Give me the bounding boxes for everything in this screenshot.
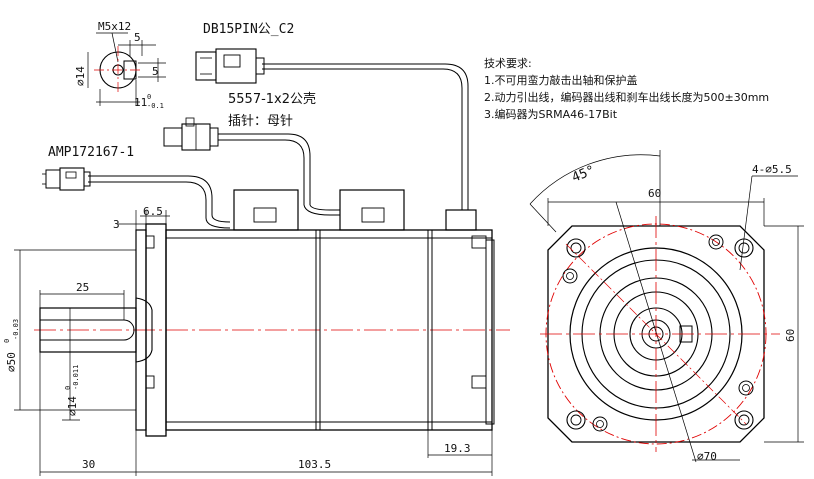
svg-text:0: 0 bbox=[3, 339, 11, 343]
side-view-dimensions: 3 6.5 25 30 103.5 19.3 ⌀50 0 -0.03 ⌀14 0… bbox=[3, 205, 493, 476]
brake-connector-housing bbox=[339, 189, 405, 231]
dim-19-3-label: 19.3 bbox=[444, 442, 471, 455]
svg-text:-0.1: -0.1 bbox=[147, 102, 164, 110]
mounting-holes bbox=[562, 234, 754, 432]
power-connector: 5557-1x2公壳 插针：母针 bbox=[163, 92, 316, 151]
angle-45-label: 45° bbox=[570, 163, 597, 186]
db15-connector: DB15PIN公_C2 bbox=[195, 22, 294, 84]
svg-text:-0.011: -0.011 bbox=[72, 365, 80, 390]
dia-14-label: ⌀14 bbox=[66, 396, 79, 416]
cables bbox=[88, 63, 469, 229]
circle-70-label: ⌀70 bbox=[697, 450, 717, 463]
dim-25-label: 25 bbox=[76, 281, 89, 294]
shaft-diameter-label: ⌀14 bbox=[74, 66, 87, 86]
technical-requirements: 技术要求: 1.不可用蛮力敲击出轴和保护盖 2.动力引出线，编码器出线和刹车出线… bbox=[484, 57, 769, 121]
holes-label: 4-⌀5.5 bbox=[752, 163, 792, 176]
front-view-dimensions: 45° 60 60 4-⌀5.5 ⌀70 bbox=[529, 150, 804, 463]
width-60-label: 60 bbox=[648, 187, 661, 200]
dim-6-5-label: 6.5 bbox=[143, 205, 163, 218]
motor-front-view bbox=[540, 201, 780, 463]
encoder-cable-gland bbox=[445, 209, 477, 231]
key-depth-label: 5 bbox=[152, 65, 159, 78]
db15-label: DB15PIN公_C2 bbox=[203, 22, 294, 37]
key-width-label: 5 bbox=[134, 31, 141, 44]
motor-side-view bbox=[34, 189, 510, 437]
motor-body bbox=[165, 229, 493, 431]
brake-connector-label: AMP172167-1 bbox=[48, 145, 134, 160]
height-60-label: 60 bbox=[784, 329, 797, 342]
height-label: 11 bbox=[134, 96, 147, 109]
requirement-2: 2.动力引出线，编码器出线和刹车出线长度为500±30mm bbox=[484, 90, 769, 104]
requirements-heading: 技术要求: bbox=[484, 57, 532, 70]
shaft-keyway bbox=[40, 319, 135, 341]
svg-text:0: 0 bbox=[147, 93, 151, 101]
shaft-section-detail: M5x12 5 5 ⌀14 11 0 -0.1 bbox=[74, 20, 166, 110]
power-connector-housing bbox=[233, 189, 299, 231]
requirement-3: 3.编码器为SRMA46-17Bit bbox=[484, 107, 618, 121]
dim-103-5-label: 103.5 bbox=[298, 458, 331, 471]
svg-text:0: 0 bbox=[64, 386, 72, 390]
requirement-1: 1.不可用蛮力敲击出轴和保护盖 bbox=[484, 73, 638, 87]
thread-label: M5x12 bbox=[98, 20, 131, 33]
front-flange bbox=[547, 225, 765, 443]
power-pins-label: 插针：母针 bbox=[228, 114, 293, 129]
power-connector-label: 5557-1x2公壳 bbox=[228, 92, 316, 107]
dia-50-label: ⌀50 bbox=[5, 352, 18, 372]
brake-connector: AMP172167-1 bbox=[42, 145, 134, 191]
svg-text:-0.03: -0.03 bbox=[12, 319, 20, 340]
dim-3-label: 3 bbox=[113, 218, 120, 231]
dim-30-label: 30 bbox=[82, 458, 95, 471]
